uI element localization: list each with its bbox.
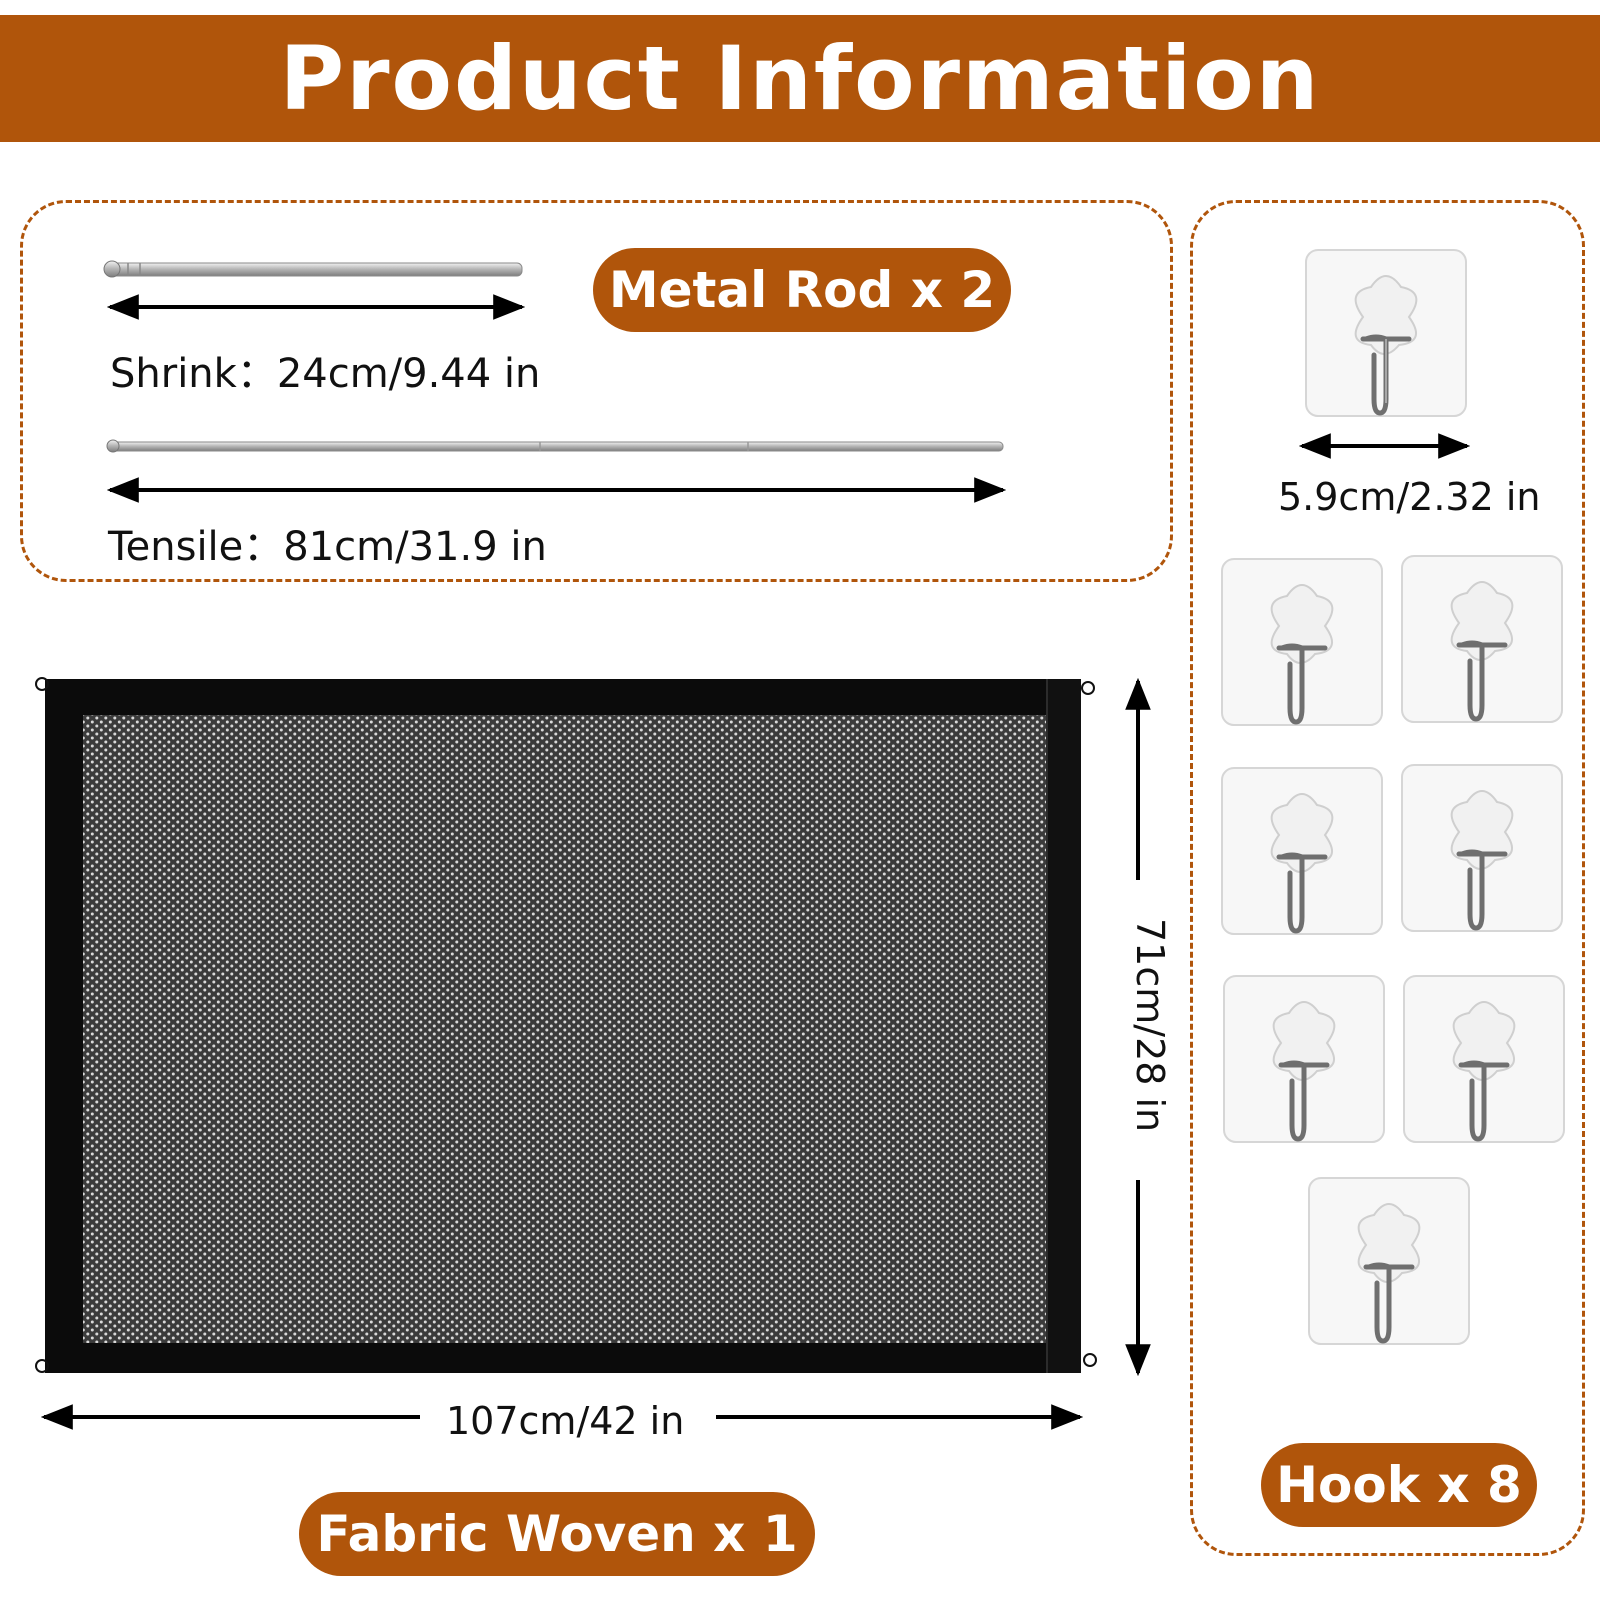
adhesive-hook-icon [1305,249,1467,417]
adhesive-hook-icon [1221,767,1383,935]
tensile-length-label: Tensile：81cm/31.9 in [108,524,547,570]
shrink-length-label: Shrink：24cm/9.44 in [110,351,541,397]
adhesive-hook-icon [1403,975,1565,1143]
fabric-woven-net [35,677,1097,1373]
hook-section [1190,200,1585,1556]
header-banner: Product Information [0,15,1600,142]
metal-rod-badge: Metal Rod x 2 [593,248,1011,332]
fabric-height-label: 71cm/28 in [1128,918,1172,1133]
fabric-woven-badge: Fabric Woven x 1 [299,1492,815,1576]
adhesive-hook-icon [1308,1177,1470,1345]
page-title: Product Information [279,26,1321,130]
adhesive-hook-icon [1223,975,1385,1143]
long-metal-rod [106,439,1004,453]
short-metal-rod [103,260,523,278]
hook-size-label: 5.9cm/2.32 in [1278,475,1541,519]
adhesive-hook-icon [1401,555,1563,723]
metal-rod-section [20,200,1173,582]
adhesive-hook-icon [1401,764,1563,932]
fabric-width-label: 107cm/42 in [446,1399,685,1443]
adhesive-hook-icon [1221,558,1383,726]
hook-badge: Hook x 8 [1261,1443,1537,1527]
